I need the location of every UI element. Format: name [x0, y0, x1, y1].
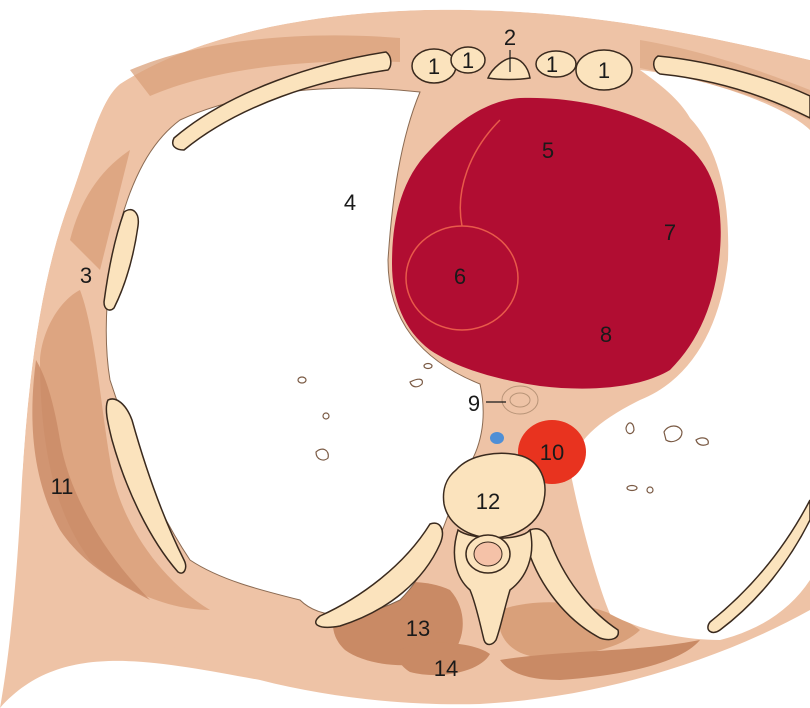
label-6: 6: [454, 264, 466, 289]
label-12: 12: [476, 489, 500, 514]
label-10: 10: [540, 440, 564, 465]
spinal-cord: [474, 542, 502, 566]
esophagus-9: [502, 386, 538, 414]
label-1b: 1: [462, 48, 474, 73]
label-8: 8: [600, 322, 612, 347]
label-13: 13: [406, 616, 430, 641]
azygos-vein: [490, 432, 504, 444]
label-4: 4: [344, 190, 356, 215]
label-9: 9: [468, 391, 480, 416]
label-1d: 1: [598, 58, 610, 83]
label-5: 5: [542, 138, 554, 163]
label-7: 7: [664, 220, 676, 245]
label-2: 2: [504, 25, 516, 50]
label-3: 3: [80, 263, 92, 288]
label-1a: 1: [428, 54, 440, 79]
label-14: 14: [434, 656, 458, 681]
label-1c: 1: [546, 52, 558, 77]
label-11: 11: [51, 474, 74, 499]
